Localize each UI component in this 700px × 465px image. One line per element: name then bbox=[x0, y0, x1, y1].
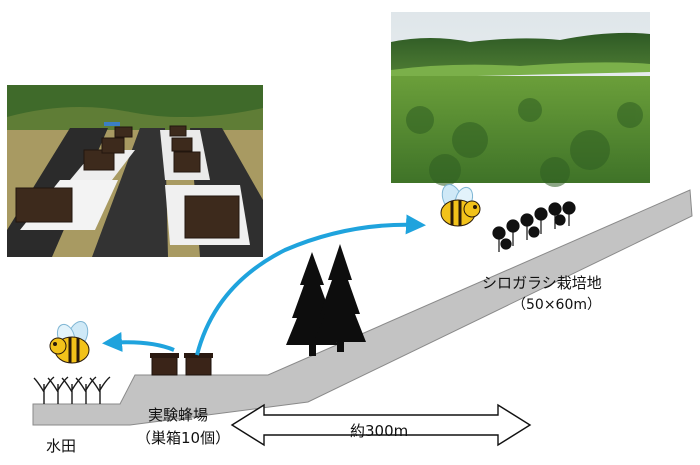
apiary-photo bbox=[7, 85, 263, 257]
mustard-field-size-label: （50×60m） bbox=[512, 297, 601, 313]
hive-icon bbox=[150, 353, 213, 376]
distance-arrow bbox=[230, 403, 532, 447]
apiary-label: 実験蜂場 bbox=[148, 406, 209, 424]
flight-arrow-to-paddy bbox=[102, 332, 175, 352]
flight-arrow-to-field bbox=[195, 214, 426, 356]
mustard-field-label: シロガラシ栽培地 bbox=[482, 274, 602, 292]
bee-icon bbox=[49, 320, 90, 364]
bee-icon bbox=[440, 183, 481, 227]
ground-profile bbox=[32, 189, 693, 426]
paddy-label: 水田 bbox=[46, 437, 77, 455]
mustard-field-photo bbox=[391, 12, 650, 187]
distance-label: 約300m bbox=[350, 422, 409, 440]
tree-icon bbox=[286, 244, 366, 356]
mustard-plant-icon bbox=[492, 201, 576, 252]
rice-plant-icon bbox=[33, 376, 111, 404]
apiary-hive-count-label: （巣箱10個） bbox=[136, 429, 231, 447]
